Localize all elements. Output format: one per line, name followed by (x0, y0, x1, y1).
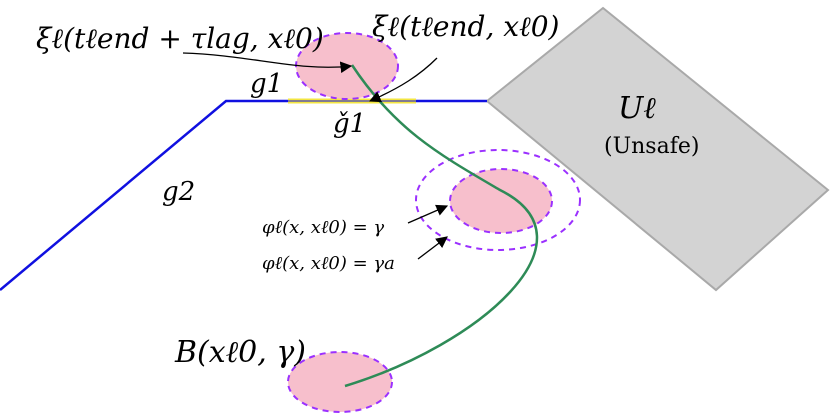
level-set-gamma-ellipse (449, 168, 553, 234)
trajectory-curve (344, 64, 539, 388)
arrow-phi-gamma (407, 204, 449, 224)
label-phi-gamma: φℓ(x, xℓ0) = γ (262, 217, 384, 238)
label-xi-end: ξℓ(tℓend, xℓ0) (372, 10, 559, 43)
label-unsafe-symbol: Uℓ (618, 91, 656, 126)
label-ball: B(xℓ0, γ) (174, 335, 306, 370)
label-unsafe-text: (Unsafe) (604, 134, 699, 159)
label-xi-end-lag: ξℓ(tℓend + τlag, xℓ0) (36, 22, 324, 55)
label-g2: g2 (162, 177, 195, 207)
boundary-line (0, 99, 487, 291)
label-phi-gamma-a: φℓ(x, xℓ0) = γa (262, 253, 395, 274)
arrow-end-lag (182, 52, 353, 74)
arrow-end (368, 57, 438, 103)
arrow-phi-gamma-a (417, 236, 448, 260)
label-g1-check: ǧ1 (333, 109, 366, 139)
level-set-gamma-a-ellipse (415, 149, 581, 251)
initial-ball-ellipse (287, 351, 393, 413)
label-g1: g1 (250, 69, 283, 99)
unsafe-region (485, 6, 830, 292)
